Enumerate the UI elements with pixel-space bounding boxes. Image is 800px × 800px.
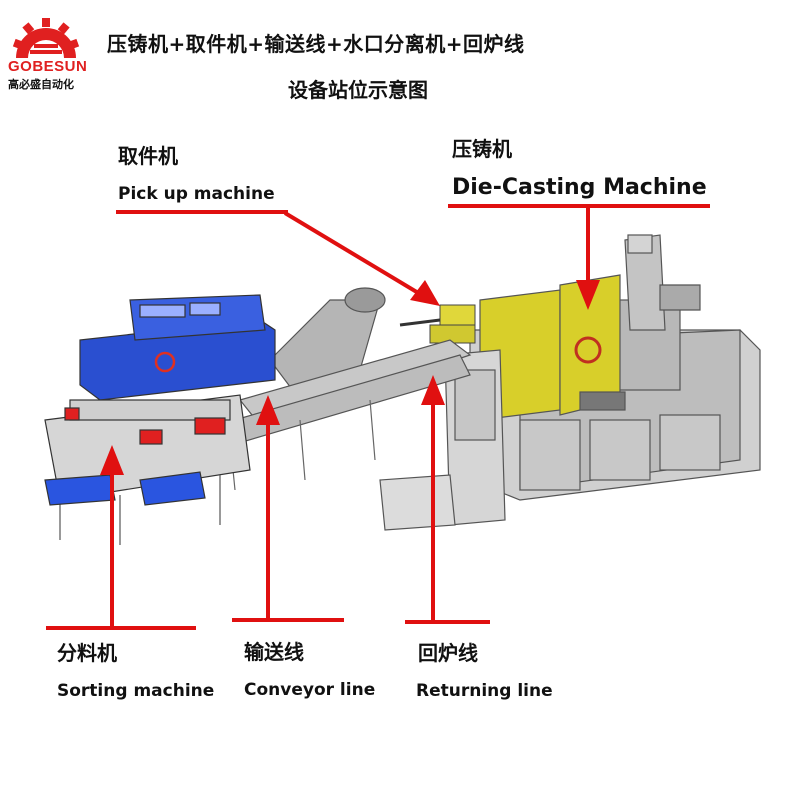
diecasting-underline	[448, 204, 710, 208]
gear-logo-icon	[12, 18, 80, 58]
brand-name: GOBESUN	[8, 58, 88, 75]
pickup-underline	[116, 210, 288, 214]
conveyor-underline	[232, 618, 344, 622]
returning-label-cn: 回炉线	[418, 641, 478, 665]
conveyor-label-en: Conveyor line	[244, 680, 376, 700]
sorting-label-cn: 分料机	[57, 641, 117, 665]
diecasting-label-en: Die-Casting Machine	[452, 175, 707, 200]
callout-arrows	[100, 205, 600, 628]
pickup-label-en: Pick up machine	[118, 184, 275, 204]
diagram-title: 压铸机+取件机+输送线+水口分离机+回炉线	[107, 32, 525, 56]
sorting-label-en: Sorting machine	[57, 681, 215, 701]
returning-label-en: Returning line	[416, 681, 553, 701]
sorting-machine	[44, 294, 276, 545]
diecasting-label-cn: 压铸机	[452, 137, 512, 161]
sorting-underline	[46, 626, 196, 630]
brand-logo: GOBESUN 高必盛自动化	[6, 14, 88, 91]
brand-subtitle: 高必盛自动化	[8, 78, 74, 91]
pickup-label-cn: 取件机	[118, 144, 178, 168]
diagram-subtitle: 设备站位示意图	[288, 78, 428, 102]
pickup-robot	[399, 304, 476, 344]
conveyor-label-cn: 输送线	[244, 640, 304, 664]
die-casting-machine	[379, 234, 761, 531]
returning-underline	[405, 620, 490, 624]
